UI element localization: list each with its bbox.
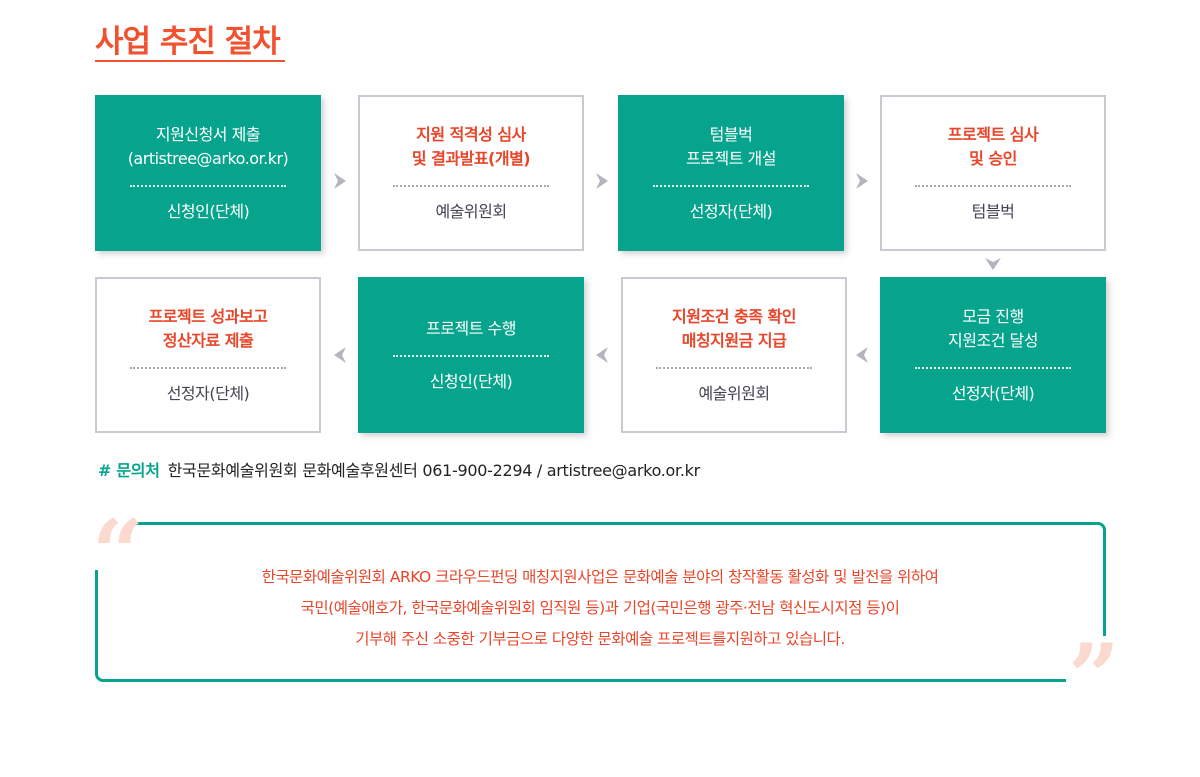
step-4-title: 프로젝트 심사	[947, 125, 1039, 144]
arrow-right-icon	[596, 173, 608, 189]
dotted-divider	[656, 367, 812, 369]
step-5-subtitle: 지원조건 달성	[948, 331, 1038, 350]
page-title: 사업 추진 절차	[95, 24, 281, 60]
title-underline	[95, 60, 285, 62]
arrow-left-icon	[596, 347, 608, 363]
dotted-divider	[653, 185, 809, 187]
step-8-title: 프로젝트 성과보고	[148, 307, 268, 326]
step-3-box: 텀블벅 프로젝트 개설 선정자(단체)	[618, 95, 844, 251]
dotted-divider	[130, 367, 286, 369]
step-1-subtitle: (artistree@arko.or.kr)	[127, 149, 289, 168]
dotted-divider	[393, 185, 549, 187]
step-6-title: 지원조건 충족 확인	[672, 307, 796, 326]
open-quote-icon: “	[92, 500, 144, 606]
step-3-actor: 선정자(단체)	[689, 202, 773, 221]
step-5-box: 모금 진행 지원조건 달성 선정자(단체)	[880, 277, 1106, 433]
step-1-title: 지원신청서 제출	[155, 125, 261, 144]
step-8-subtitle: 정산자료 제출	[162, 331, 254, 350]
step-7-title: 프로젝트 수행	[426, 319, 516, 338]
step-2-actor: 예술위원회	[435, 202, 507, 221]
dotted-divider	[915, 367, 1071, 369]
arrow-left-icon	[856, 347, 868, 363]
step-4-subtitle: 및 승인	[969, 149, 1017, 168]
step-3-title: 텀블벅	[709, 125, 753, 144]
dotted-divider	[915, 185, 1071, 187]
step-6-subtitle: 매칭지원금 지급	[681, 331, 787, 350]
step-4-actor: 텀블벅	[971, 202, 1015, 221]
quote-line-2: 국민(예술애호가, 한국문화예술위원회 임직원 등)과 기업(국민은행 광주·전…	[300, 599, 900, 617]
step-8-actor: 선정자(단체)	[166, 384, 250, 403]
step-6-box: 지원조건 충족 확인 매칭지원금 지급 예술위원회	[621, 277, 847, 433]
contact-text: 한국문화예술위원회 문화예술후원센터 061-900-2294 / artist…	[167, 461, 701, 480]
quote-line-3: 기부해 주신 소중한 기부금으로 다양한 문화예술 프로젝트를지원하고 있습니다…	[355, 630, 845, 648]
arrow-right-icon	[334, 173, 346, 189]
arrow-down-icon	[985, 258, 1001, 270]
step-3-subtitle: 프로젝트 개설	[686, 149, 776, 168]
step-1-actor: 신청인(단체)	[166, 202, 250, 221]
contact-info: # 문의처 한국문화예술위원회 문화예술후원센터 061-900-2294 / a…	[98, 459, 700, 483]
arrow-left-icon	[334, 347, 346, 363]
close-quote-icon: ”	[1068, 624, 1120, 730]
step-2-title: 지원 적격성 심사	[416, 125, 526, 144]
step-7-box: 프로젝트 수행 신청인(단체)	[358, 277, 584, 433]
dotted-divider	[130, 185, 286, 187]
step-7-actor: 신청인(단체)	[429, 372, 513, 391]
quote-frame-gap	[1066, 636, 1116, 696]
quote-frame-gap	[86, 510, 136, 570]
step-6-actor: 예술위원회	[698, 384, 770, 403]
step-2-subtitle: 및 결과발표(개별)	[411, 149, 531, 168]
arrow-right-icon	[856, 173, 868, 189]
contact-label: # 문의처	[98, 461, 160, 480]
step-5-actor: 선정자(단체)	[951, 384, 1035, 403]
dotted-divider	[393, 355, 549, 357]
step-4-box: 프로젝트 심사 및 승인 텀블벅	[880, 95, 1106, 251]
quote-box	[95, 522, 1106, 682]
quote-line-1: 한국문화예술위원회 ARKO 크라우드펀딩 매칭지원사업은 문화예술 분야의 창…	[261, 568, 939, 586]
quote-text: 한국문화예술위원회 ARKO 크라우드펀딩 매칭지원사업은 문화예술 분야의 창…	[120, 562, 1080, 655]
step-1-box: 지원신청서 제출 (artistree@arko.or.kr) 신청인(단체)	[95, 95, 321, 251]
step-5-title: 모금 진행	[962, 307, 1024, 326]
step-2-box: 지원 적격성 심사 및 결과발표(개별) 예술위원회	[358, 95, 584, 251]
step-8-box: 프로젝트 성과보고 정산자료 제출 선정자(단체)	[95, 277, 321, 433]
